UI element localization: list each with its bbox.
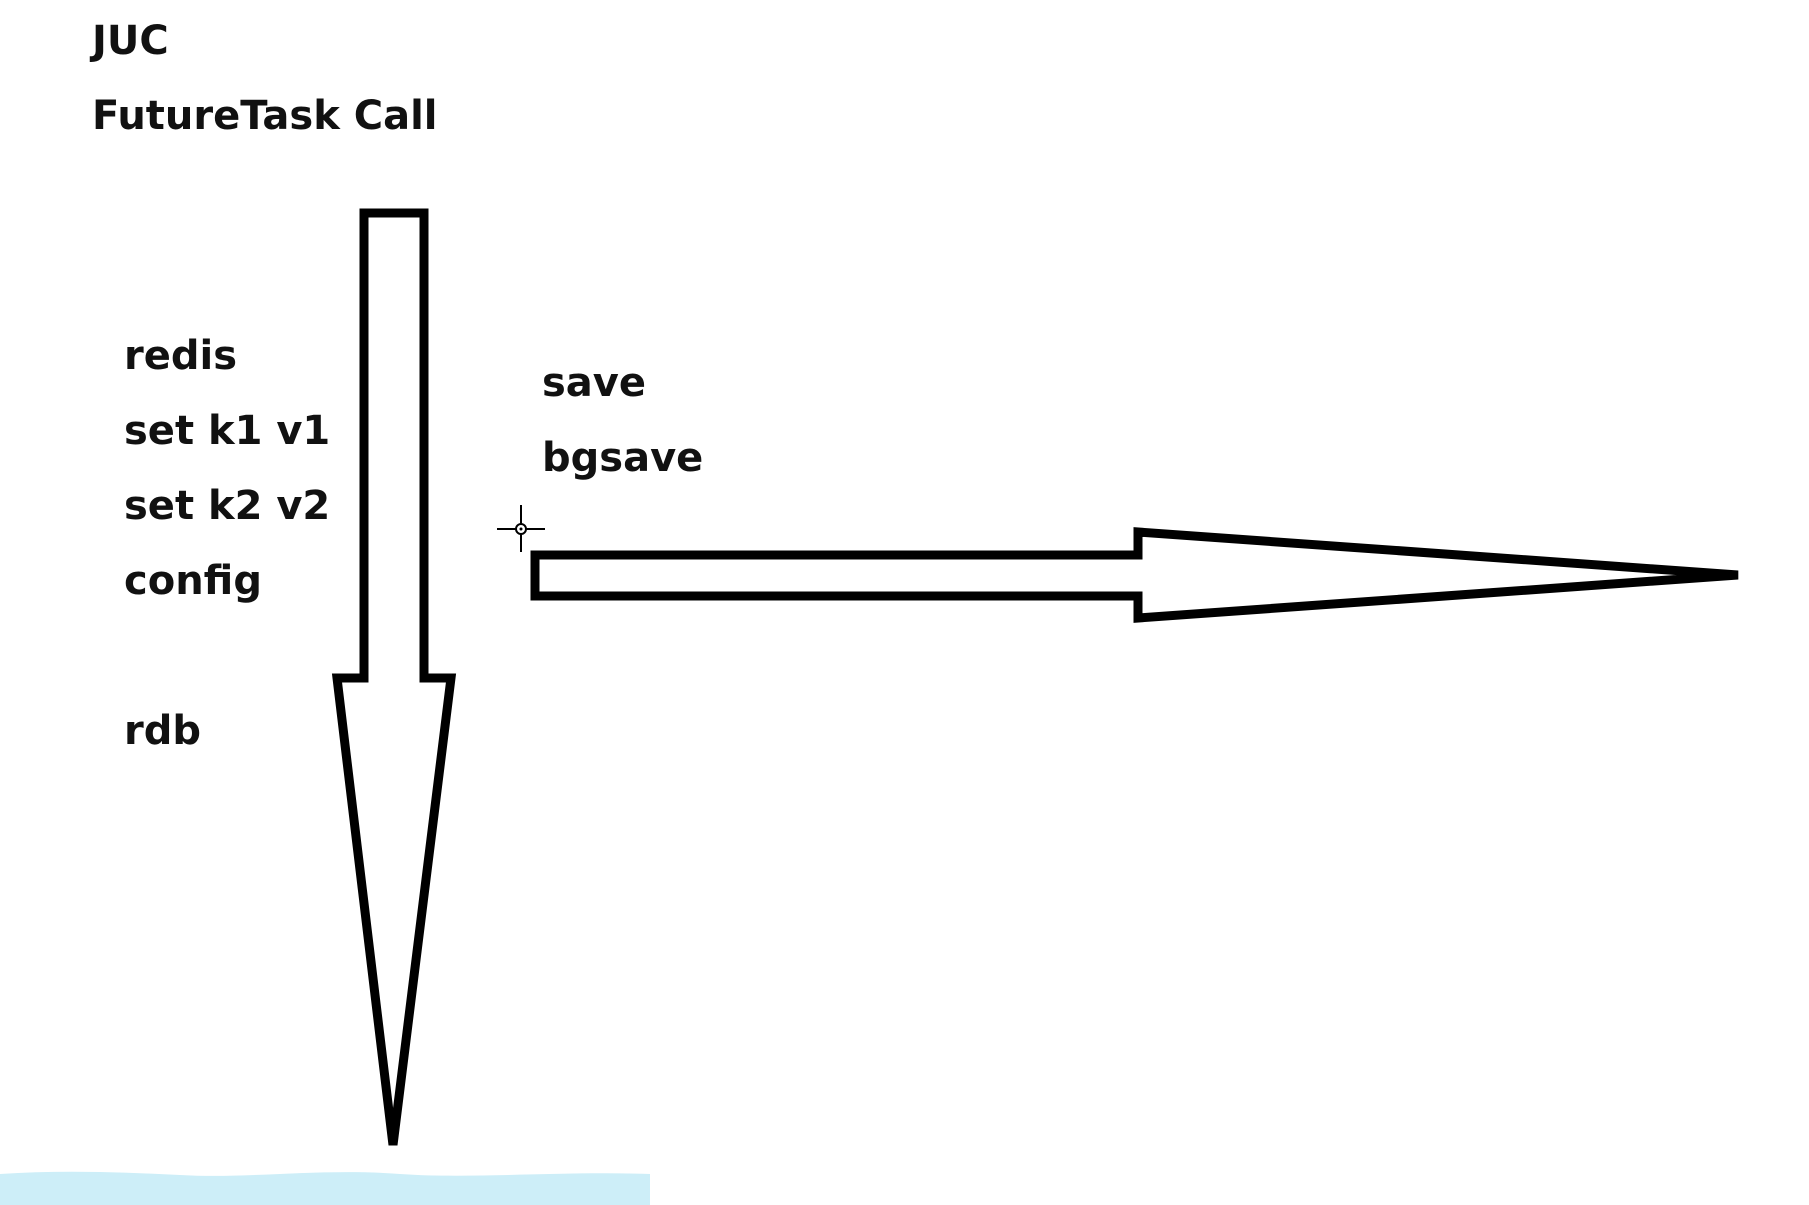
down-arrow [331,208,457,1146]
label-save: save [542,360,647,406]
label-set-k1: set k1 v1 [124,408,331,454]
label-redis: redis [124,333,238,379]
label-rdb: rdb [124,708,201,754]
bottom-light-blue-band [0,1171,650,1205]
crosshair-cursor-icon [497,505,545,552]
label-config: config [124,558,262,604]
label-bgsave: bgsave [542,435,704,481]
right-arrow [530,527,1739,623]
heading-futuretask: FutureTask Call [92,93,438,139]
heading-juc: JUC [92,18,169,64]
label-set-k2: set k2 v2 [124,483,331,529]
